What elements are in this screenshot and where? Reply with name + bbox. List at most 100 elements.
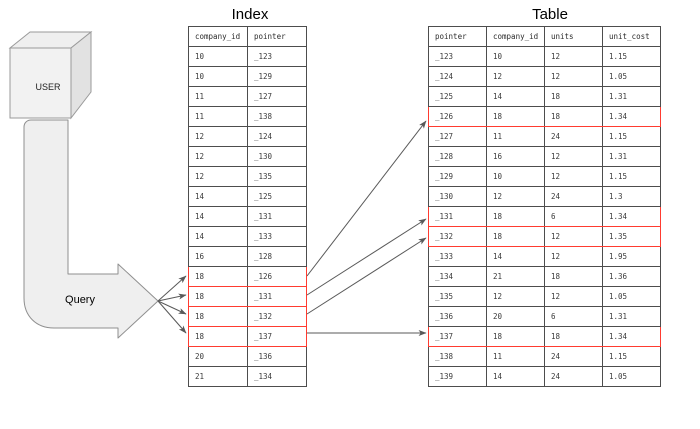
cell-unit-cost: 1.15 bbox=[602, 46, 661, 67]
cell-company-id: 14 bbox=[486, 86, 545, 107]
index-title: Index bbox=[231, 6, 269, 23]
cell-pointer: _130 bbox=[247, 146, 307, 167]
index-table-row: 18_126 bbox=[188, 266, 307, 287]
column-header-units: units bbox=[544, 26, 603, 47]
cell-company-id: 14 bbox=[188, 186, 248, 207]
cell-company-id: 10 bbox=[188, 66, 248, 87]
column-header-unit-cost: unit_cost bbox=[602, 26, 661, 47]
cell-pointer: _136 bbox=[428, 306, 487, 327]
cell-company-id: 10 bbox=[188, 46, 248, 67]
cell-company-id: 18 bbox=[188, 266, 248, 287]
index-table-row: 10_123 bbox=[188, 46, 307, 67]
index-table-row: 16_128 bbox=[188, 246, 307, 267]
cell-pointer: _138 bbox=[428, 346, 487, 367]
cell-pointer: _125 bbox=[428, 86, 487, 107]
index-table-row: 12_135 bbox=[188, 166, 307, 187]
cell-pointer: _138 bbox=[247, 106, 307, 127]
cell-unit-cost: 1.05 bbox=[602, 66, 661, 87]
cell-pointer: _123 bbox=[247, 46, 307, 67]
cell-unit-cost: 1.15 bbox=[602, 166, 661, 187]
cell-pointer: _124 bbox=[428, 66, 487, 87]
cell-company-id: 18 bbox=[486, 326, 545, 347]
cell-unit-cost: 1.31 bbox=[602, 86, 661, 107]
cell-units: 12 bbox=[544, 166, 603, 187]
cell-units: 12 bbox=[544, 246, 603, 267]
cell-pointer: _135 bbox=[428, 286, 487, 307]
cell-units: 12 bbox=[544, 226, 603, 247]
column-header-pointer: pointer bbox=[428, 26, 487, 47]
cell-pointer: _136 bbox=[247, 346, 307, 367]
index-table-row: 18_131 bbox=[188, 286, 307, 307]
cell-company-id: 16 bbox=[188, 246, 248, 267]
cell-unit-cost: 1.05 bbox=[602, 366, 661, 387]
cell-company-id: 18 bbox=[486, 226, 545, 247]
cell-pointer: _139 bbox=[428, 366, 487, 387]
index-table-row: 14_125 bbox=[188, 186, 307, 207]
cell-company-id: 11 bbox=[486, 126, 545, 147]
cell-units: 12 bbox=[544, 286, 603, 307]
index-table-row: 12_124 bbox=[188, 126, 307, 147]
cell-unit-cost: 1.35 bbox=[602, 226, 661, 247]
cell-units: 12 bbox=[544, 66, 603, 87]
cell-company-id: 14 bbox=[188, 226, 248, 247]
cell-unit-cost: 1.34 bbox=[602, 106, 661, 127]
index-table-row: 18_137 bbox=[188, 326, 307, 347]
cell-pointer: _129 bbox=[247, 66, 307, 87]
cell-pointer: _134 bbox=[247, 366, 307, 387]
cell-pointer: _134 bbox=[428, 266, 487, 287]
cell-units: 24 bbox=[544, 366, 603, 387]
cell-pointer: _130 bbox=[428, 186, 487, 207]
table-title: Table bbox=[532, 6, 568, 23]
cell-pointer: _125 bbox=[247, 186, 307, 207]
index-table-row: 10_129 bbox=[188, 66, 307, 87]
index-table-row: 12_130 bbox=[188, 146, 307, 167]
cell-pointer: _131 bbox=[428, 206, 487, 227]
cell-unit-cost: 1.15 bbox=[602, 126, 661, 147]
index-table-row: 14_131 bbox=[188, 206, 307, 227]
cell-pointer: _135 bbox=[247, 166, 307, 187]
cell-company-id: 11 bbox=[188, 106, 248, 127]
cell-company-id: 12 bbox=[188, 166, 248, 187]
cell-pointer: _127 bbox=[428, 126, 487, 147]
index-table-row: 11_138 bbox=[188, 106, 307, 127]
cell-company-id: 18 bbox=[188, 326, 248, 347]
cell-unit-cost: 1.15 bbox=[602, 346, 661, 367]
column-header-pointer: pointer bbox=[247, 26, 307, 47]
cell-pointer: _128 bbox=[428, 146, 487, 167]
cell-units: 18 bbox=[544, 266, 603, 287]
cell-company-id: 12 bbox=[486, 66, 545, 87]
cell-company-id: 10 bbox=[486, 166, 545, 187]
index-table-row: 21_134 bbox=[188, 366, 307, 387]
cell-unit-cost: 1.05 bbox=[602, 286, 661, 307]
cell-pointer: _133 bbox=[428, 246, 487, 267]
cell-company-id: 12 bbox=[486, 186, 545, 207]
query-arrow-label: Query bbox=[65, 294, 95, 306]
index-to-table-arrows bbox=[306, 120, 427, 336]
cell-units: 24 bbox=[544, 346, 603, 367]
cell-unit-cost: 1.31 bbox=[602, 146, 661, 167]
cell-company-id: 11 bbox=[486, 346, 545, 367]
cell-company-id: 18 bbox=[486, 106, 545, 127]
user-cube-icon bbox=[8, 30, 93, 120]
cell-pointer: _129 bbox=[428, 166, 487, 187]
cell-pointer: _131 bbox=[247, 286, 307, 307]
cell-company-id: 10 bbox=[486, 46, 545, 67]
cell-company-id: 21 bbox=[486, 266, 545, 287]
index-table-row: 20_136 bbox=[188, 346, 307, 367]
